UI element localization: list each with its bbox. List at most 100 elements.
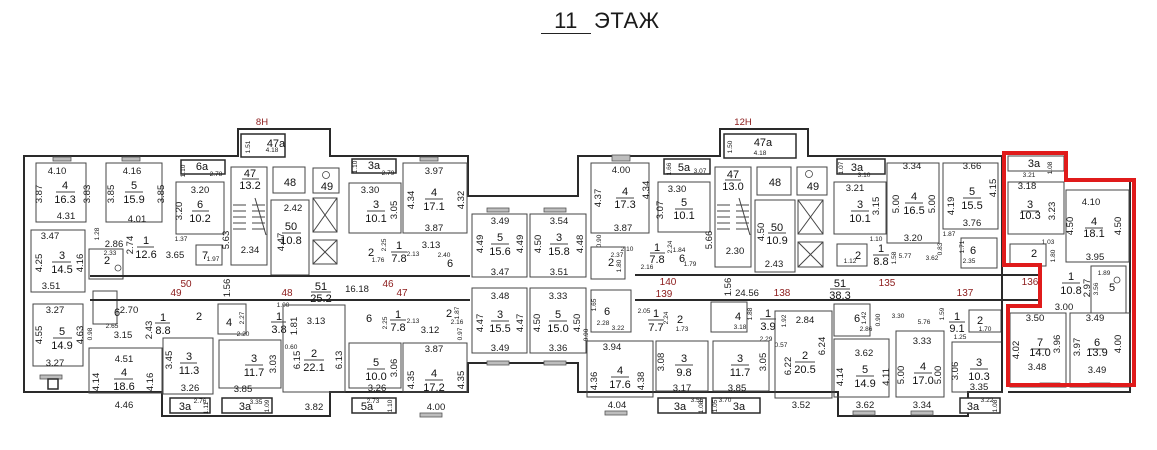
apartment-number-135[interactable]: 135: [879, 278, 896, 289]
room-5-10.1[interactable]: [657, 181, 711, 233]
balcony-3a[interactable]: [959, 397, 1001, 414]
svg-text:3.12: 3.12: [421, 325, 440, 336]
svg-text:2: 2: [446, 308, 452, 320]
room-4-17.1[interactable]: [402, 162, 468, 234]
balcony-3a[interactable]: [657, 397, 707, 414]
svg-text:4.00: 4.00: [427, 402, 446, 413]
bathroom-6[interactable]: [833, 303, 871, 337]
svg-text:3: 3: [59, 250, 65, 262]
svg-text:4: 4: [911, 191, 917, 203]
apartment-number-50[interactable]: 50: [180, 279, 192, 290]
svg-text:3.83: 3.83: [82, 185, 93, 204]
bathroom-6[interactable]: [960, 237, 998, 269]
room-3-14.5[interactable]: [30, 229, 86, 293]
apartment-number-136[interactable]: 136: [1022, 277, 1039, 288]
apartment-number-139[interactable]: 139: [656, 289, 673, 300]
svg-text:3.87: 3.87: [34, 185, 45, 204]
svg-text:1: 1: [396, 240, 402, 252]
room-4-17.3[interactable]: [590, 162, 650, 234]
apartment-number-46[interactable]: 46: [382, 279, 394, 290]
room-3-10.1[interactable]: [833, 181, 887, 235]
room-3-15.8[interactable]: [529, 213, 587, 278]
svg-text:15.9: 15.9: [123, 194, 144, 206]
room-3-10.3[interactable]: [1007, 181, 1065, 235]
svg-text:4: 4: [62, 180, 68, 192]
room-4-17.0[interactable]: [895, 330, 945, 398]
room-4-16.5[interactable]: [886, 162, 940, 244]
svg-text:3.07: 3.07: [694, 168, 707, 175]
bathroom-6[interactable]: [590, 289, 632, 333]
room-5-14.9[interactable]: [32, 303, 84, 367]
svg-text:4.50: 4.50: [572, 314, 583, 333]
room-3-10.1[interactable]: [348, 182, 402, 234]
balcony-5a[interactable]: [351, 397, 397, 414]
room-5-15.9[interactable]: [105, 162, 163, 223]
svg-text:5: 5: [555, 309, 561, 321]
apartment-136[interactable]: 3а 3.21 1.08 3.18 3 10.3 3.23 4.10 4.50 …: [1001, 151, 1136, 393]
balcony-47a[interactable]: [723, 133, 797, 159]
bathroom-2[interactable]: [1009, 243, 1047, 267]
bathroom-6[interactable]: [92, 290, 118, 325]
svg-text:2.25: 2.25: [381, 238, 388, 251]
svg-text:10.8: 10.8: [280, 235, 301, 247]
apartment-number-48[interactable]: 48: [281, 288, 293, 299]
room-48[interactable]: [272, 166, 306, 194]
apartment-number-140[interactable]: 140: [660, 277, 677, 288]
balcony-3a[interactable]: [221, 397, 273, 414]
stair-47[interactable]: [230, 166, 268, 266]
svg-text:3.49: 3.49: [491, 216, 510, 227]
room-4-17.6[interactable]: [586, 340, 654, 398]
balcony-3a[interactable]: [169, 397, 211, 414]
room-5-10.0[interactable]: [348, 342, 402, 389]
svg-text:3.07: 3.07: [655, 201, 666, 220]
room-5-15.5[interactable]: [942, 162, 999, 230]
bathroom-2[interactable]: [88, 248, 124, 280]
svg-text:3.10: 3.10: [858, 172, 871, 179]
room-5-15.0[interactable]: [529, 287, 587, 354]
stair-47[interactable]: [714, 166, 752, 268]
balcony-3a[interactable]: [836, 158, 886, 175]
svg-text:4.50: 4.50: [1113, 217, 1124, 236]
room-4-17.2[interactable]: [402, 342, 468, 393]
wc-7[interactable]: [195, 244, 223, 266]
balcony-3a[interactable]: [711, 397, 761, 414]
svg-text:4.36: 4.36: [589, 372, 600, 391]
svg-text:3: 3: [857, 199, 863, 211]
svg-text:12.6: 12.6: [135, 249, 156, 261]
room-3-9.8[interactable]: [655, 340, 709, 392]
apartment-number-47[interactable]: 47: [396, 288, 408, 299]
room-3-15.5[interactable]: [471, 287, 528, 354]
room-4-18.6[interactable]: [88, 347, 163, 394]
svg-text:4.10: 4.10: [1082, 197, 1101, 208]
room-2-22.1[interactable]: [282, 304, 346, 393]
balcony-5a[interactable]: [663, 158, 711, 175]
bathroom-2[interactable]: [590, 246, 626, 280]
room-3-11.3[interactable]: [162, 337, 214, 395]
balcony-3a[interactable]: [351, 158, 397, 174]
bathroom-4[interactable]: [710, 301, 748, 333]
room-5-14.9[interactable]: [833, 338, 890, 398]
svg-text:1: 1: [653, 308, 659, 320]
balcony-6a[interactable]: [180, 159, 226, 175]
svg-text:2: 2: [1031, 248, 1037, 260]
bathroom-2[interactable]: [836, 243, 868, 267]
apartment-number-49[interactable]: 49: [170, 288, 182, 299]
svg-text:50: 50: [771, 222, 783, 234]
apartment-number-137[interactable]: 137: [957, 288, 974, 299]
apartment-number-138[interactable]: 138: [774, 288, 791, 299]
room-5-15.6[interactable]: [471, 213, 528, 278]
room-4-16.3[interactable]: [35, 162, 87, 223]
bathroom-4[interactable]: [217, 303, 247, 335]
room-49[interactable]: [796, 166, 828, 196]
room-48[interactable]: [756, 166, 792, 196]
balcony-47a[interactable]: [240, 133, 286, 158]
room-49[interactable]: [312, 167, 340, 194]
lobby-50[interactable]: [754, 199, 796, 273]
room-2-20.5[interactable]: [774, 310, 833, 399]
room-4-18.1[interactable]: [1065, 189, 1130, 263]
svg-text:2.35: 2.35: [963, 258, 976, 265]
room-3-11.7[interactable]: [712, 340, 770, 392]
room-3-11.7[interactable]: [218, 339, 282, 389]
room-6-10.2[interactable]: [175, 181, 225, 235]
